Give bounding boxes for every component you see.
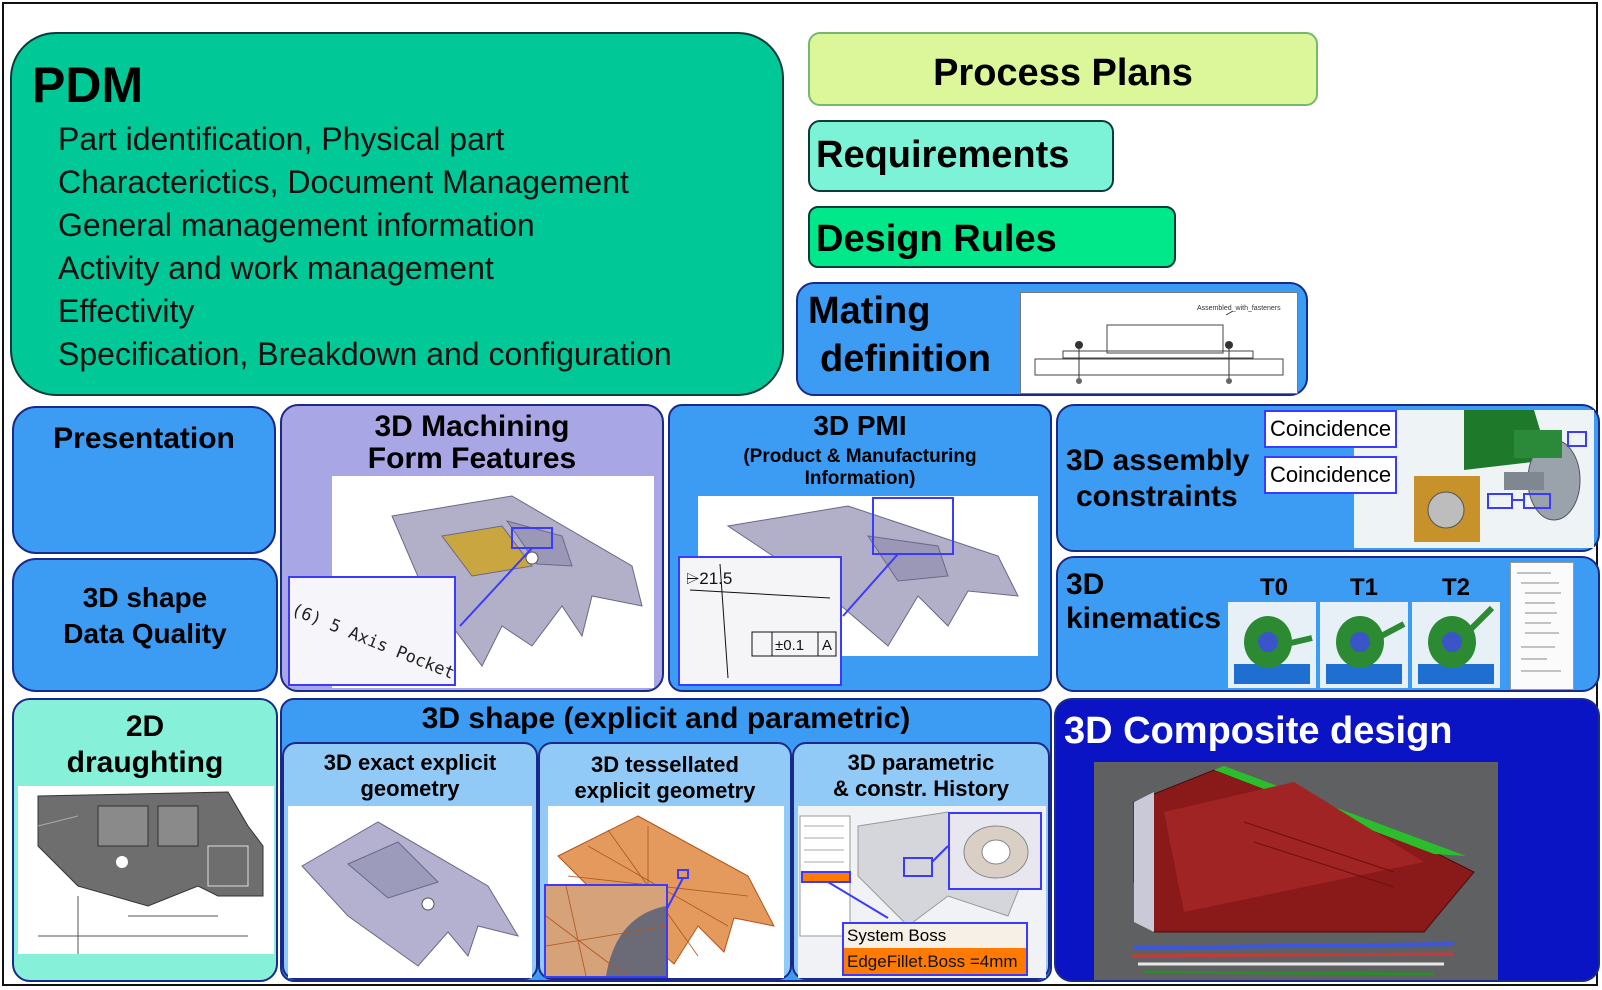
pdm-box: PDM Part identification, Physical part C… bbox=[10, 32, 784, 396]
kinematics-label-2: kinematics bbox=[1066, 602, 1222, 635]
kinematics-t1: T1 bbox=[1350, 574, 1379, 601]
tessellated-callout bbox=[544, 884, 668, 978]
machining-label-1: 3D Machining bbox=[374, 410, 570, 443]
design-rules-box: Design Rules bbox=[808, 206, 1176, 268]
pdm-title: PDM bbox=[32, 57, 144, 113]
pdm-item: Activity and work management bbox=[58, 250, 494, 286]
pdm-item: General management information bbox=[58, 207, 535, 243]
composite-design-box: 3D Composite design bbox=[1054, 698, 1600, 982]
assembly-label-1: 3D assembly bbox=[1066, 444, 1250, 477]
tessellated-geometry-box: 3D tessellated explicit geometry bbox=[538, 742, 792, 980]
kinematics-box: 3D kinematics T0 T1 T2 bbox=[1056, 556, 1600, 692]
composite-label: 3D Composite design bbox=[1064, 710, 1453, 752]
presentation-box: Presentation bbox=[12, 406, 276, 554]
mating-label-1: Mating bbox=[808, 290, 931, 332]
pmi-callout: ⌲21.5 ±0.1 A bbox=[678, 556, 842, 686]
pmi-tolerance: ±0.1 bbox=[775, 637, 804, 654]
assembly-image bbox=[1354, 410, 1594, 548]
kinematics-tree-panel bbox=[1510, 562, 1574, 690]
presentation-label: Presentation bbox=[53, 422, 235, 455]
pmi-box: 3D PMI (Product & Manufacturing Informat… bbox=[668, 404, 1052, 692]
tessellated-label-1: 3D tessellated bbox=[591, 752, 739, 777]
shape-explicit-parametric-box: 3D shape (explicit and parametric) 3D ex… bbox=[280, 698, 1052, 982]
shape-data-quality-box: 3D shape Data Quality bbox=[12, 558, 278, 692]
pmi-subtitle-2: Information) bbox=[804, 468, 916, 489]
parametric-history-box: 3D parametric & constr. History System B… bbox=[792, 742, 1050, 980]
mating-label-2: definition bbox=[820, 338, 991, 380]
pdm-item: Effectivity bbox=[58, 293, 195, 329]
process-plans-label: Process Plans bbox=[933, 52, 1193, 94]
pmi-tolerance-ref: A bbox=[822, 637, 832, 654]
pdm-item: Characterictics, Document Management bbox=[58, 164, 629, 200]
pdm-item: Specification, Breakdown and configurati… bbox=[58, 336, 672, 372]
design-rules-label: Design Rules bbox=[816, 218, 1057, 260]
system-boss-label: System Boss bbox=[842, 922, 1028, 948]
mating-drawing: Assembled_with_fasteners bbox=[1020, 292, 1298, 394]
parametric-label-2: & constr. History bbox=[832, 776, 1010, 801]
tessellated-label-2: explicit geometry bbox=[574, 778, 756, 803]
shape-data-quality-label-1: 3D shape bbox=[82, 582, 208, 613]
pdm-item: Part identification, Physical part bbox=[58, 121, 505, 157]
pmi-title: 3D PMI bbox=[813, 410, 907, 441]
machining-callout-text: (6) 5 Axis Pocket bbox=[288, 600, 456, 684]
draughting-label-1: 2D bbox=[125, 710, 165, 743]
shape-data-quality-label-2: Data Quality bbox=[63, 618, 227, 649]
coincidence-label-2: Coincidence bbox=[1264, 456, 1398, 494]
parametric-zoom-callout bbox=[948, 812, 1042, 890]
kinematics-frame-t0 bbox=[1228, 602, 1316, 688]
exact-label-2: geometry bbox=[360, 776, 460, 801]
pdm-item-list: Part identification, Physical part Chara… bbox=[58, 118, 672, 376]
kinematics-t2: T2 bbox=[1442, 574, 1471, 601]
mating-definition-box: Mating definition Assembled_with_fastene… bbox=[796, 282, 1308, 396]
composite-image bbox=[1094, 762, 1498, 980]
coincidence-label-1: Coincidence bbox=[1264, 410, 1398, 448]
draughting-label-2: draughting bbox=[66, 746, 224, 779]
exact-label-1: 3D exact explicit bbox=[323, 750, 497, 775]
draughting-drawing bbox=[18, 786, 274, 964]
assembly-label-2: constraints bbox=[1076, 480, 1238, 513]
exact-geometry-box: 3D exact explicit geometry bbox=[282, 742, 538, 980]
kinematics-frame-t1 bbox=[1320, 602, 1408, 688]
draughting-box: 2D draughting bbox=[12, 698, 278, 982]
requirements-label: Requirements bbox=[816, 134, 1070, 176]
parametric-label-1: 3D parametric bbox=[847, 750, 995, 775]
kinematics-label-1: 3D bbox=[1066, 568, 1105, 601]
edge-fillet-label: EdgeFillet.Boss =4mm bbox=[842, 948, 1028, 976]
mating-annotation: Assembled_with_fasteners bbox=[1197, 305, 1281, 312]
pmi-dimension: ⌲21.5 bbox=[686, 569, 732, 588]
shape-section-title: 3D shape (explicit and parametric) bbox=[421, 702, 911, 735]
kinematics-t0: T0 bbox=[1260, 574, 1289, 601]
kinematics-frame-t2 bbox=[1412, 602, 1500, 688]
machining-label-2: Form Features bbox=[367, 442, 577, 475]
pmi-part-image bbox=[698, 496, 1038, 656]
requirements-box: Requirements bbox=[808, 120, 1114, 192]
assembly-constraints-box: 3D assembly constraints Coincidence Coin… bbox=[1056, 404, 1600, 552]
exact-part-image bbox=[288, 806, 532, 978]
machining-callout: (6) 5 Axis Pocket bbox=[288, 576, 456, 686]
process-plans-box: Process Plans bbox=[808, 32, 1318, 106]
machining-features-box: 3D Machining Form Features (6) 5 Axis Po… bbox=[280, 404, 664, 692]
pmi-subtitle-1: (Product & Manufacturing bbox=[743, 446, 977, 467]
